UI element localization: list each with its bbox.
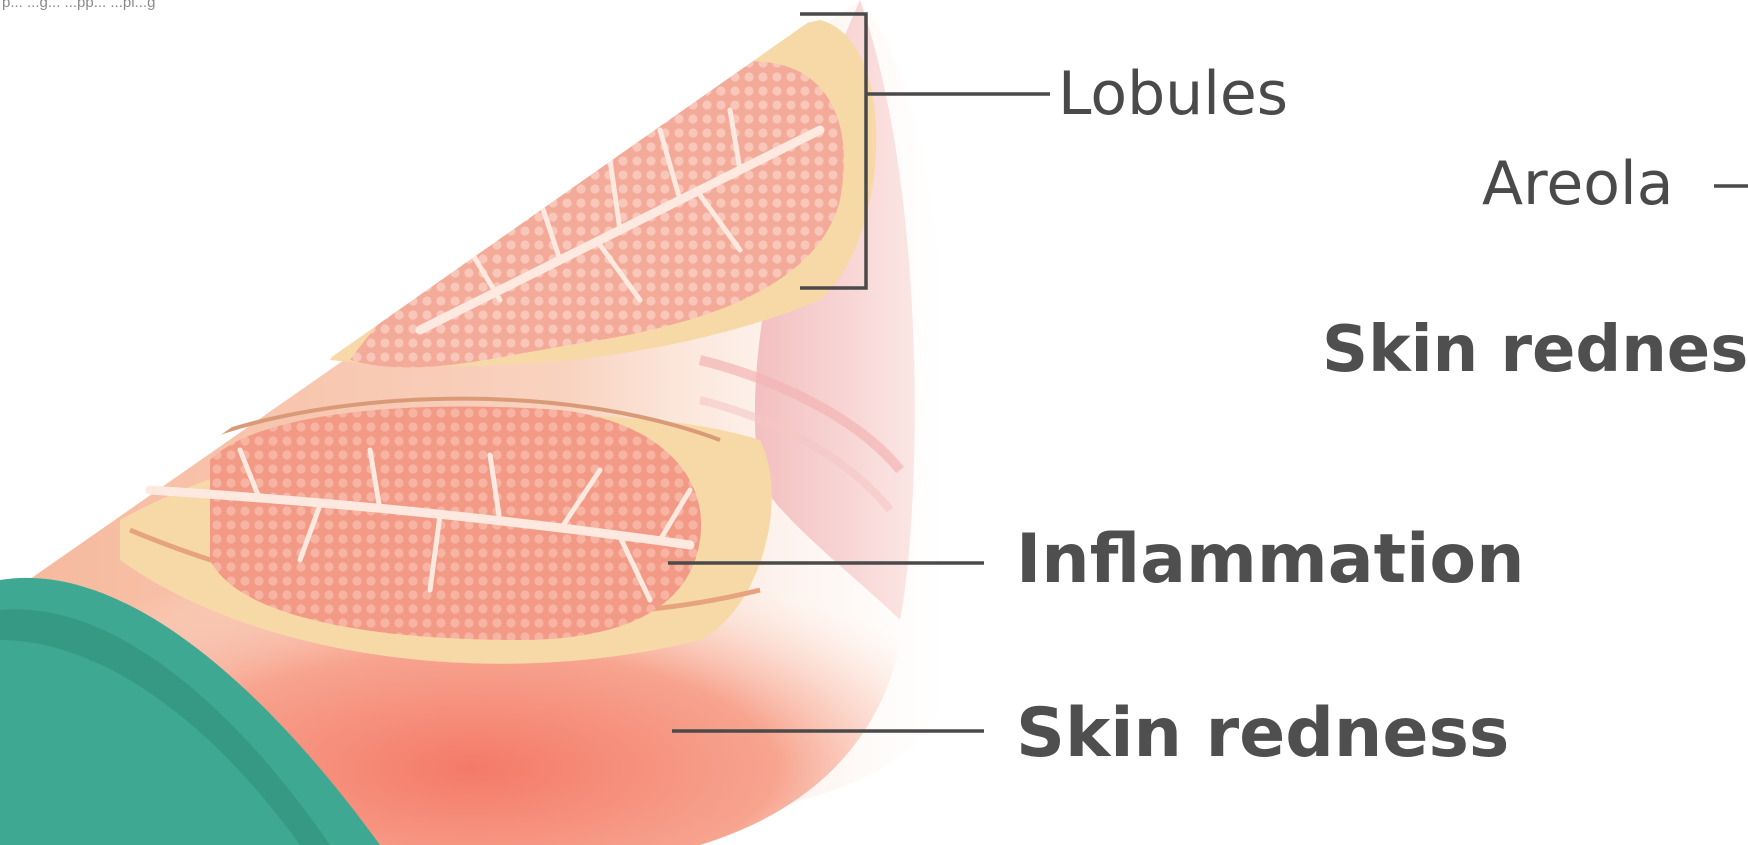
label-skin-redness-right: Skin redness xyxy=(1322,318,1748,382)
top-caption: p... ...g... ...pp... ...pi...g xyxy=(2,0,155,11)
inflamed-lobules xyxy=(210,407,701,640)
label-skin-redness-bottom: Skin redness xyxy=(1016,700,1509,768)
label-areola: Areola xyxy=(1482,154,1673,214)
label-inflammation: Inflammation xyxy=(1016,526,1525,594)
label-lobules: Lobules xyxy=(1058,64,1288,124)
